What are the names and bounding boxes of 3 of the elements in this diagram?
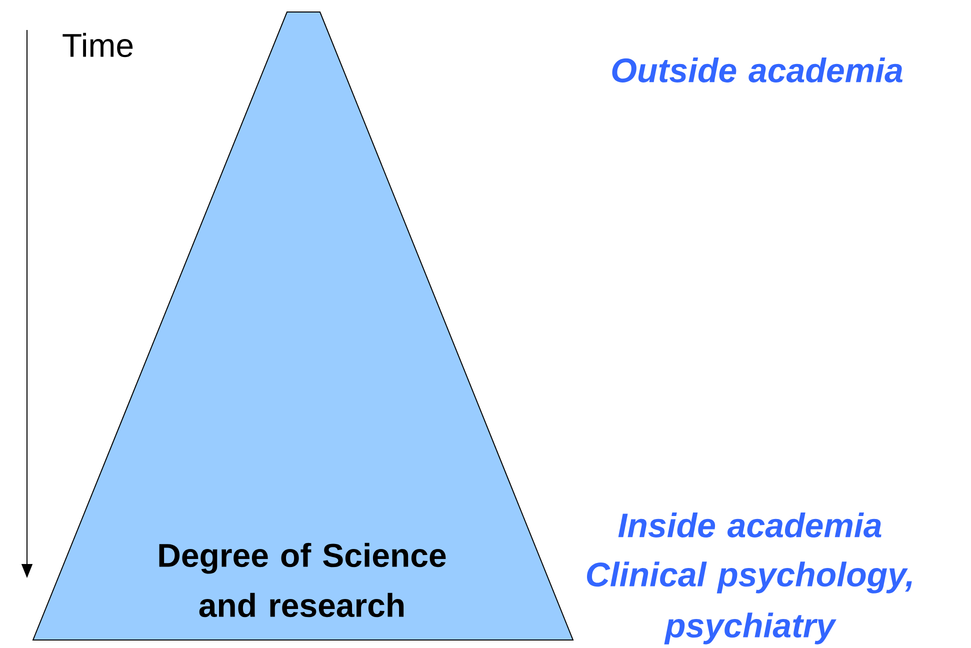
axis-label: Time bbox=[62, 32, 133, 58]
side-label: Outside academia bbox=[612, 58, 902, 82]
side-label: Inside academia bbox=[618, 512, 882, 538]
